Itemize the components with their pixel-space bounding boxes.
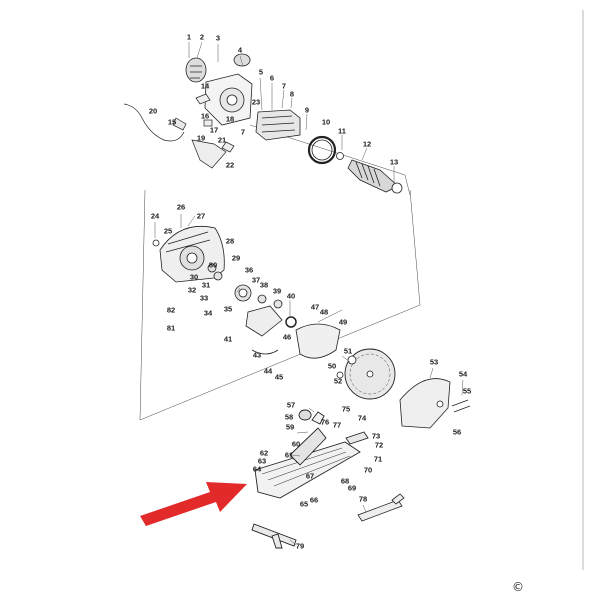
callout-67: 67 (305, 471, 315, 481)
callout-79: 79 (295, 541, 305, 551)
callout-27: 27 (196, 211, 206, 221)
callout-6: 6 (269, 73, 275, 83)
callout-15: 15 (167, 117, 177, 127)
parallel-guide (357, 493, 405, 522)
callout-17: 17 (209, 125, 219, 135)
callout-19: 19 (196, 133, 206, 143)
callout-58: 58 (284, 412, 294, 422)
callout-2: 2 (199, 32, 205, 42)
callout-3: 3 (215, 33, 221, 43)
callout-59: 59 (285, 422, 295, 432)
callout-28: 28 (225, 236, 235, 246)
callout-65: 65 (299, 499, 309, 509)
callout-37: 37 (251, 275, 261, 285)
callout-43: 43 (252, 350, 262, 360)
callout-11: 11 (338, 126, 346, 136)
power-cord (123, 103, 187, 142)
callout-80: 80 (208, 260, 218, 270)
callout-46: 46 (282, 332, 292, 342)
callout-10: 10 (321, 117, 331, 127)
highlight-arrow (140, 482, 247, 526)
callout-4: 4 (237, 45, 243, 55)
callout-35: 35 (223, 304, 233, 314)
motor-housing-group (185, 53, 403, 194)
lower-blade-guard (251, 316, 341, 359)
callout-81: 81 (166, 323, 176, 333)
callout-62: 62 (259, 448, 269, 458)
callout-26: 26 (176, 202, 186, 212)
callout-53: 53 (429, 357, 439, 367)
hex-key (251, 523, 297, 549)
callout-48: 48 (319, 307, 329, 317)
callout-55: 55 (462, 386, 472, 396)
callout-12: 12 (362, 139, 372, 149)
callout-68: 68 (340, 476, 350, 486)
callout-78: 78 (358, 494, 368, 504)
callout-18: 18 (225, 114, 235, 124)
callout-22: 22 (225, 160, 235, 170)
callout-52: 52 (333, 376, 343, 386)
callout-leader-lines (154, 41, 464, 546)
callout-25: 25 (163, 226, 173, 236)
callout-60: 60 (291, 439, 301, 449)
callout-5: 5 (258, 67, 264, 77)
callout-56: 56 (452, 427, 462, 437)
callout-54: 54 (458, 369, 468, 379)
callout-41: 41 (223, 334, 233, 344)
callout-8: 8 (289, 89, 295, 99)
callout-50: 50 (327, 361, 337, 371)
callout-20: 20 (148, 106, 158, 116)
callout-74: 74 (357, 413, 367, 423)
callout-9: 9 (304, 105, 310, 115)
spindle-gear-parts (207, 263, 283, 337)
callout-73: 73 (371, 431, 381, 441)
callout-23: 23 (251, 97, 261, 107)
callout-14: 14 (200, 81, 210, 91)
callout-66: 66 (309, 495, 319, 505)
callout-24: 24 (150, 211, 160, 221)
callout-49: 49 (338, 317, 348, 327)
callout-47: 47 (310, 302, 320, 312)
callout-13: 13 (389, 157, 399, 167)
callout-38: 38 (259, 280, 269, 290)
callout-77: 77 (332, 420, 342, 430)
callout-51: 51 (343, 346, 353, 356)
callout-21: 21 (217, 135, 227, 145)
callout-75: 75 (341, 404, 351, 414)
callout-69: 69 (347, 483, 357, 493)
callout-30: 30 (189, 272, 199, 282)
callout-32: 32 (187, 285, 197, 295)
callout-16: 16 (200, 111, 210, 121)
callout-76: 76 (320, 417, 330, 427)
callout-31: 31 (201, 280, 211, 290)
callout-63: 63 (257, 456, 267, 466)
saw-blade (336, 348, 396, 400)
callout-45: 45 (274, 372, 284, 382)
callout-61: 61 (284, 450, 294, 460)
callout-29: 29 (231, 253, 241, 263)
callout-71: 71 (373, 454, 383, 464)
callout-1: 1 (186, 32, 192, 42)
callout-82: 82 (166, 305, 176, 315)
callout-70: 70 (363, 465, 373, 475)
callout-72: 72 (374, 440, 384, 450)
callout-36: 36 (244, 265, 254, 275)
copyright-symbol: © (512, 580, 524, 594)
callout-7: 7 (281, 81, 287, 91)
callout-34: 34 (203, 308, 213, 318)
bracket-part (399, 378, 471, 429)
callout-64: 64 (252, 464, 262, 474)
callout-40: 40 (286, 291, 296, 301)
callout-39: 39 (272, 286, 282, 296)
callout-33: 33 (199, 293, 209, 303)
handle-small-parts (191, 93, 235, 169)
callout-57: 57 (286, 400, 296, 410)
callout-44: 44 (263, 366, 273, 376)
callout-7-lower: 7 (240, 127, 246, 137)
